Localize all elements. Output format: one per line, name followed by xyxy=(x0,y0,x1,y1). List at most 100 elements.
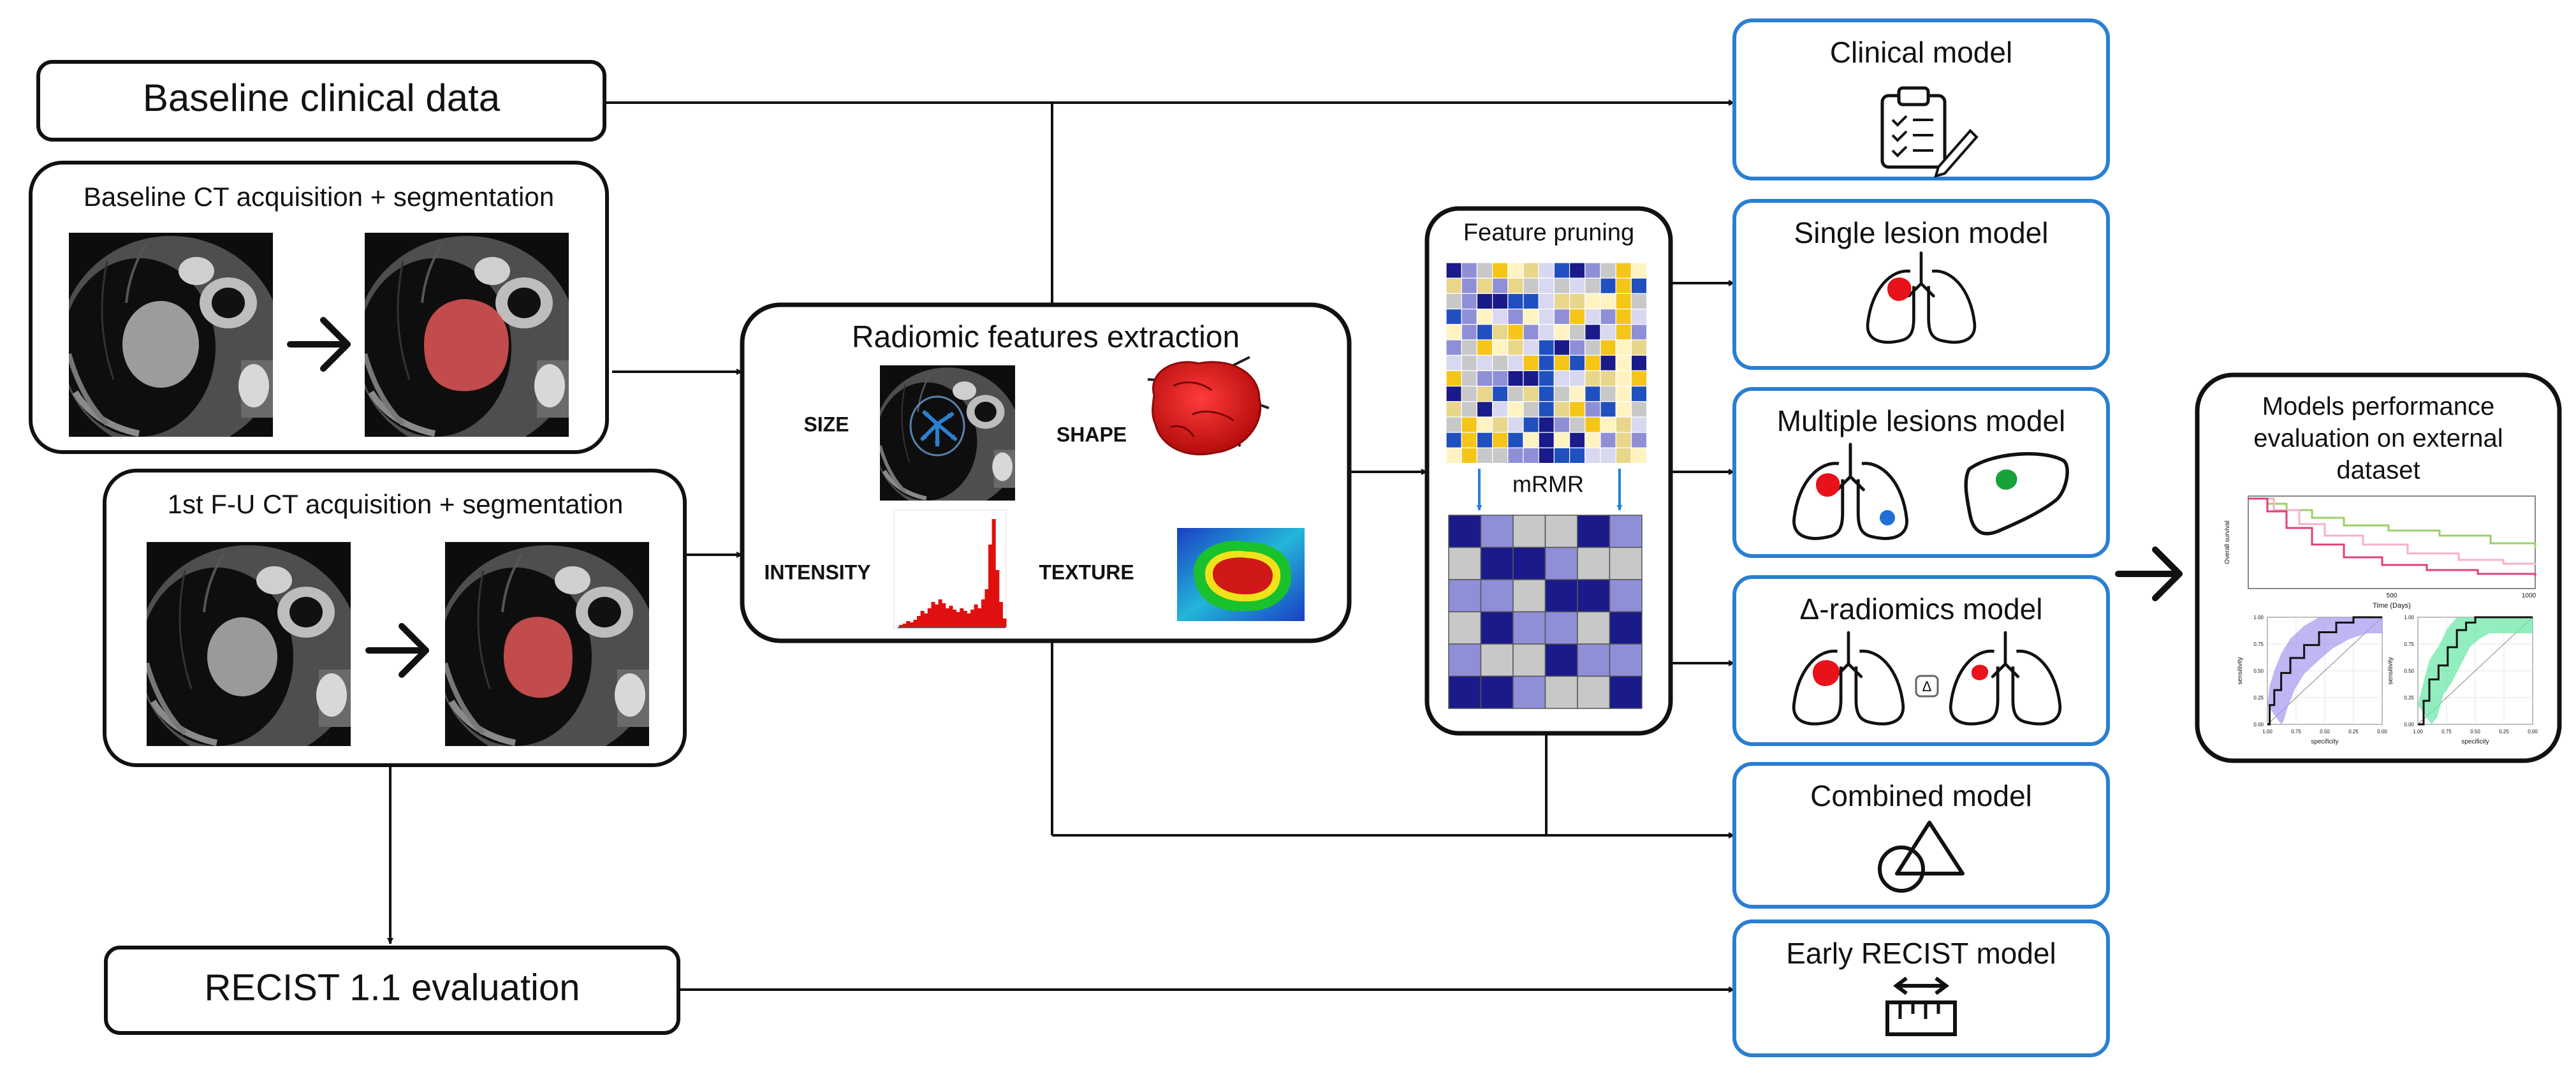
matrix-cell xyxy=(1492,432,1509,449)
check-mark xyxy=(1891,115,1908,127)
matrix-cell xyxy=(1584,447,1601,464)
roc-xtick: 0.75 xyxy=(2441,729,2452,735)
matrix-cell xyxy=(1445,355,1462,372)
matrix-cell xyxy=(1461,432,1477,449)
intensity-label: INTENSITY xyxy=(764,560,870,583)
matrix-cell xyxy=(1507,385,1524,402)
mrmr-label: mRMR xyxy=(1512,471,1584,497)
combined-circle-icon xyxy=(1878,846,1925,893)
matrix-cell xyxy=(1553,277,1570,295)
histogram-bar xyxy=(942,603,946,627)
matrix-cell xyxy=(1584,339,1601,356)
size-arrow xyxy=(921,409,939,426)
roc-ylabel: sensitivity xyxy=(2237,657,2244,684)
matrix-cell xyxy=(1600,293,1616,310)
matrix-cell xyxy=(1630,432,1648,449)
matrix-cell xyxy=(1577,675,1611,709)
matrix-cell xyxy=(1523,401,1539,418)
matrix-cell xyxy=(1476,401,1493,418)
matrix-cell xyxy=(1445,370,1462,387)
matrix-cell xyxy=(1615,293,1632,310)
pencil xyxy=(1934,129,1979,178)
matrix-cell xyxy=(1512,611,1546,645)
matrix-cell xyxy=(1577,579,1611,613)
matrix-cell xyxy=(1538,309,1555,325)
matrix-cell xyxy=(1609,579,1643,613)
clipboard-board xyxy=(1880,94,1947,169)
matrix-cell xyxy=(1615,416,1632,433)
matrix-cell xyxy=(1448,643,1482,677)
matrix-cell xyxy=(1492,324,1509,341)
matrix-cell xyxy=(1448,675,1482,709)
matrix-cell xyxy=(1553,309,1570,325)
shape-surface-detail xyxy=(1169,381,1234,437)
size-arrow xyxy=(936,411,955,426)
matrix-cell xyxy=(1476,416,1493,433)
roc-ytick: 0.75 xyxy=(2404,641,2414,647)
histogram-bar xyxy=(920,611,925,627)
matrix-cell xyxy=(1523,293,1539,310)
histogram-bar xyxy=(974,604,978,627)
multiple-lesions-model-box xyxy=(1732,387,2110,558)
matrix-cell xyxy=(1523,324,1539,341)
ruler-icon xyxy=(1885,1000,1957,1036)
matrix-cell xyxy=(1448,579,1482,613)
combined-model-label: Combined model xyxy=(1810,779,2032,812)
matrix-cell xyxy=(1445,432,1462,449)
arrow-head xyxy=(399,623,429,678)
feature-pruning-title: Feature pruning xyxy=(1463,219,1634,246)
roc-xlabel: specificity xyxy=(2461,738,2489,745)
matrix-cell xyxy=(1523,447,1539,464)
histogram-bar xyxy=(949,606,953,627)
recist-label: RECIST 1.1 evaluation xyxy=(205,967,580,1008)
histogram-bar xyxy=(967,613,971,627)
matrix-cell xyxy=(1569,309,1586,325)
matrix-cell xyxy=(1512,643,1546,677)
matrix-cell xyxy=(1615,370,1632,387)
baseline-clinical-box xyxy=(36,60,606,142)
delta-nodule-before xyxy=(1813,660,1840,686)
arrow-head xyxy=(320,317,351,372)
delta-radiomics-model-label: Δ-radiomics model xyxy=(1800,592,2043,626)
multiple-lesions-model-label: Multiple lesions model xyxy=(1777,404,2066,437)
matrix-cell xyxy=(1569,262,1586,279)
matrix-cell xyxy=(1630,262,1648,279)
radiomics-title: Radiomic features extraction xyxy=(852,321,1240,355)
matrix-cell xyxy=(1445,339,1462,356)
histogram-bar xyxy=(1002,619,1007,627)
matrix-cell xyxy=(1544,643,1578,677)
matrix-cell xyxy=(1480,515,1514,548)
matrix-cell xyxy=(1461,385,1477,402)
matrix-cell xyxy=(1553,370,1570,387)
matrix-cell xyxy=(1615,447,1632,464)
histogram-bar xyxy=(988,545,993,627)
matrix-cell xyxy=(1609,515,1643,548)
histogram-bar xyxy=(960,608,964,627)
roc-ci-band xyxy=(2418,617,2533,724)
texture-label: TEXTURE xyxy=(1039,560,1134,583)
roc-xtick: 0.75 xyxy=(2291,729,2301,735)
km-curve xyxy=(2248,497,2536,548)
shape-3d-tumor xyxy=(1152,361,1262,456)
liver-green-lesion xyxy=(1996,469,2017,490)
matrix-cell xyxy=(1615,262,1632,279)
matrix-cell xyxy=(1507,447,1524,464)
histogram-bar xyxy=(909,622,914,627)
roc-xtick: 0.25 xyxy=(2499,729,2509,735)
roc-ytick: 0.25 xyxy=(2404,695,2414,701)
matrix-cell xyxy=(1476,293,1493,310)
matrix-cell xyxy=(1553,385,1570,402)
matrix-cell xyxy=(1445,262,1462,279)
single-lesion-model-label: Single lesion model xyxy=(1794,216,2049,249)
matrix-cell xyxy=(1538,432,1555,449)
matrix-cell xyxy=(1523,309,1539,325)
histogram-bar xyxy=(899,625,904,627)
matrix-cell xyxy=(1615,339,1632,356)
matrix-cell xyxy=(1448,611,1482,645)
matrix-cell xyxy=(1584,309,1601,325)
matrix-cell xyxy=(1445,293,1462,310)
matrix-cell xyxy=(1584,324,1601,341)
roc-xtick: 0.50 xyxy=(2470,729,2480,735)
